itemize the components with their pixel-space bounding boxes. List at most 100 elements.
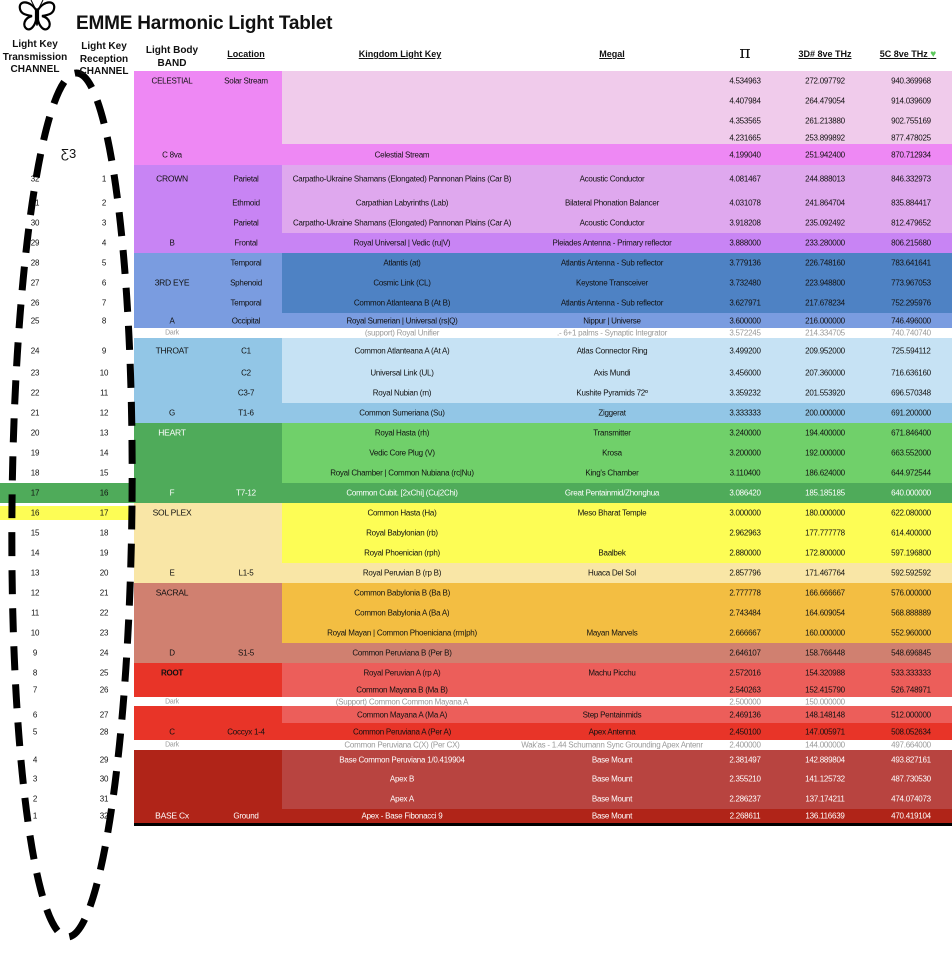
- row-fill-bg: [282, 563, 952, 583]
- megal: Acoustic Conductor: [579, 218, 645, 228]
- reception-channel: 5: [101, 258, 107, 268]
- reception-channel: 2: [101, 198, 107, 208]
- 3d-8ve-thz: 207.360000: [805, 368, 845, 378]
- location: T7-12: [236, 488, 256, 498]
- transmission-channel: 23: [30, 368, 40, 378]
- pi-value: 2.286237: [729, 794, 761, 804]
- megal: Apex Antenna: [588, 727, 636, 736]
- kingdom-light-key: Royal Mayan | Common Phoeniciana (rm|ph): [327, 628, 477, 638]
- 3d-8ve-thz: 201.553920: [805, 388, 845, 398]
- 3d-8ve-thz: 233.280000: [805, 238, 845, 248]
- pi-value: 2.400000: [729, 740, 761, 750]
- kingdom-light-key: Base Common Peruviana 1/0.419904: [339, 755, 465, 764]
- location: Occipital: [231, 316, 261, 325]
- location: Solar Stream: [224, 76, 268, 86]
- pi-value: 2.880000: [729, 548, 761, 558]
- kingdom-light-key: Carpatho-Ukraine Shamans (Elongated) Pan…: [292, 218, 512, 228]
- page-title: EMME Harmonic Light Tablet: [76, 13, 333, 34]
- band-label: HEART: [158, 427, 186, 438]
- 3d-8ve-thz: 253.899892: [805, 133, 845, 142]
- pi-value: 3.086420: [729, 488, 761, 498]
- kingdom-light-key: Common Atlanteana A (At A): [354, 346, 450, 355]
- 3d-8ve-thz: 142.889804: [805, 755, 845, 764]
- row-fill-bg: [282, 363, 952, 383]
- reception-channel: 21: [99, 588, 109, 598]
- megal: Axis Mundi: [593, 368, 631, 378]
- band-cell-bg: [134, 563, 282, 583]
- pi-value: 3.918208: [729, 218, 761, 228]
- kingdom-light-key: Vedic Core Plug (V): [369, 448, 435, 458]
- megal: Mayan Marvels: [586, 628, 638, 638]
- reception-channel: 19: [99, 548, 109, 558]
- green-heart-icon: ♥: [930, 49, 937, 60]
- reception-channel: 4: [101, 238, 107, 248]
- row-fill-bg: [282, 603, 952, 623]
- reception-channel: 3: [101, 218, 107, 228]
- pi-value: 2.469136: [729, 710, 761, 719]
- reception-channel: 31: [99, 794, 109, 804]
- pi-value: 2.572016: [729, 668, 761, 678]
- pi-value: 4.199040: [729, 150, 761, 159]
- band-cell-bg: [134, 543, 282, 563]
- header-5c-label: 5C 8ve THz: [879, 49, 928, 59]
- transmission-channel: 16: [30, 508, 40, 518]
- transmission-channel: 25: [30, 316, 40, 325]
- row-fill-bg: [282, 769, 952, 789]
- small-butterfly-icon: Ƹ3: [61, 146, 77, 161]
- 5c-8ve-thz: 783.641641: [891, 258, 931, 268]
- kingdom-light-key: Royal Nubian (rn): [372, 388, 432, 398]
- row-fill-bg: [282, 706, 952, 723]
- band-cell-bg: [134, 363, 282, 383]
- band-label: 3RD EYE: [154, 277, 190, 288]
- 5c-8ve-thz: 548.696845: [891, 648, 931, 658]
- reception-channel: 16: [99, 488, 109, 498]
- header-pi: π: [739, 43, 751, 63]
- 3d-8ve-thz: 272.097792: [805, 76, 845, 86]
- location: Ethmoid: [232, 198, 260, 208]
- pi-value: 4.353565: [729, 116, 761, 126]
- band-cell-bg: [134, 523, 282, 543]
- pi-value: 3.000000: [729, 508, 761, 518]
- row-fill-bg: [282, 293, 952, 313]
- megal: Step Pentainmids: [582, 710, 642, 719]
- reception-channel: 1: [101, 174, 107, 184]
- kingdom-light-key: Celestial Stream: [374, 150, 430, 159]
- band-cell-bg: [134, 293, 282, 313]
- row-fill-bg: [282, 71, 952, 91]
- band-cell-bg: [134, 91, 282, 111]
- 5c-8ve-thz: 663.552000: [891, 448, 931, 458]
- band-cell-bg: [134, 233, 282, 253]
- reception-channel: 26: [99, 685, 109, 695]
- dark-row: Dark(support) Royal Unifier.- 6+1 palms …: [0, 328, 952, 338]
- band-label: CELESTIAL: [151, 76, 193, 86]
- band-cell-bg: [134, 769, 282, 789]
- reception-channel: 32: [99, 811, 109, 821]
- 5c-8ve-thz: 640.000000: [891, 488, 931, 498]
- megal: Great Pentainmid/Zhonghua: [564, 488, 660, 498]
- row-fill-bg: [282, 503, 952, 523]
- 3d-8ve-thz: 158.766448: [805, 648, 845, 658]
- band-cell-bg: [134, 253, 282, 273]
- location: Coccyx 1-4: [227, 727, 265, 736]
- 5c-8ve-thz: 493.827161: [891, 755, 931, 764]
- kingdom-light-key: Royal Peruvian A (rp A): [363, 668, 441, 678]
- row-fill-bg: [282, 193, 952, 213]
- 3d-8ve-thz: 166.666667: [805, 588, 845, 598]
- 3d-8ve-thz: 137.174211: [805, 794, 845, 804]
- pi-value: 2.355210: [729, 774, 761, 784]
- 5c-8ve-thz: 716.636160: [891, 368, 931, 378]
- 3d-8ve-thz: 172.800000: [805, 548, 845, 558]
